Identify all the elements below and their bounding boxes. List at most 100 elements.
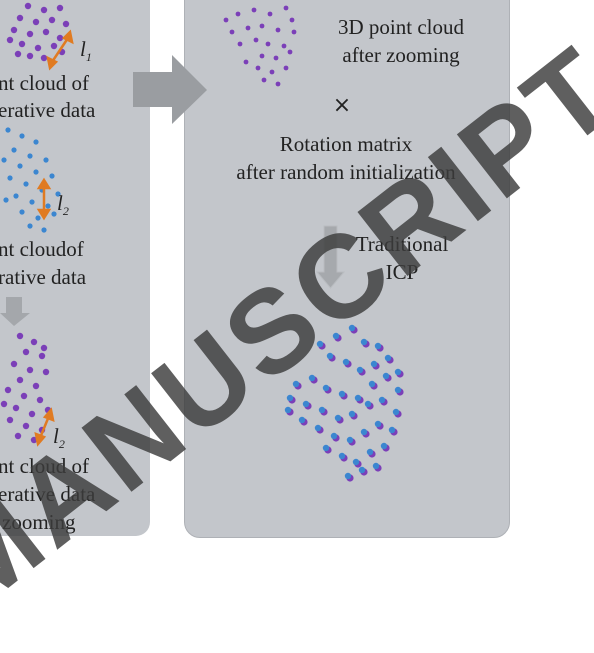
point bbox=[27, 153, 33, 159]
point bbox=[14, 50, 22, 58]
flow-arrow-right bbox=[133, 55, 207, 124]
point bbox=[62, 20, 70, 28]
point bbox=[384, 354, 392, 362]
point bbox=[5, 127, 11, 133]
point bbox=[392, 408, 400, 416]
point bbox=[41, 227, 47, 233]
point bbox=[51, 211, 57, 217]
point bbox=[32, 18, 40, 26]
left-bottom-label-line2: erative data bbox=[0, 482, 96, 506]
dimension-label-l2-bottom: l2 bbox=[53, 424, 65, 452]
point bbox=[7, 175, 13, 181]
point bbox=[259, 23, 265, 29]
point bbox=[12, 404, 20, 412]
point bbox=[22, 422, 30, 430]
point bbox=[388, 426, 396, 434]
point bbox=[235, 11, 241, 17]
point bbox=[332, 332, 340, 340]
left-top-label-line1: nt cloud of bbox=[0, 71, 89, 95]
point bbox=[255, 65, 261, 71]
point bbox=[330, 432, 338, 440]
point bbox=[245, 25, 251, 31]
point bbox=[364, 400, 372, 408]
point bbox=[366, 448, 374, 456]
point bbox=[298, 416, 306, 424]
left-panel bbox=[0, 0, 150, 536]
point bbox=[378, 396, 386, 404]
point-cloud-left-top bbox=[6, 2, 70, 62]
point bbox=[360, 428, 368, 436]
point bbox=[22, 348, 30, 356]
point bbox=[16, 376, 24, 384]
point bbox=[20, 392, 28, 400]
left-bottom-label-line1: nt cloud of bbox=[0, 454, 89, 478]
multiply-symbol: × bbox=[332, 93, 352, 118]
point bbox=[36, 396, 44, 404]
point bbox=[352, 458, 360, 466]
point bbox=[30, 436, 38, 444]
point bbox=[372, 462, 380, 470]
point-cloud-right-zoomed bbox=[223, 5, 297, 87]
point bbox=[251, 7, 257, 13]
point bbox=[50, 42, 58, 50]
point bbox=[374, 420, 382, 428]
point bbox=[342, 358, 350, 366]
point bbox=[17, 163, 23, 169]
point bbox=[33, 169, 39, 175]
point bbox=[283, 5, 289, 11]
point-cloud-left-middle bbox=[1, 127, 61, 233]
point bbox=[40, 54, 48, 62]
point bbox=[322, 444, 330, 452]
point bbox=[27, 223, 33, 229]
point bbox=[32, 382, 40, 390]
point bbox=[55, 191, 61, 197]
point bbox=[346, 436, 354, 444]
zoomed-cloud-label-line1: 3D point cloud bbox=[338, 15, 464, 39]
point bbox=[348, 410, 356, 418]
point bbox=[23, 181, 29, 187]
point bbox=[35, 215, 41, 221]
dimension-label-l2-middle: l2 bbox=[57, 191, 69, 219]
point bbox=[49, 173, 55, 179]
point bbox=[318, 406, 326, 414]
point bbox=[34, 44, 42, 52]
point bbox=[19, 133, 25, 139]
point bbox=[326, 352, 334, 360]
point bbox=[1, 157, 7, 163]
point bbox=[253, 37, 259, 43]
point bbox=[29, 199, 35, 205]
point bbox=[0, 400, 8, 408]
icp-label-line1: Traditional bbox=[355, 232, 449, 256]
point bbox=[237, 41, 243, 47]
point bbox=[344, 472, 352, 480]
point bbox=[287, 49, 293, 55]
point bbox=[243, 59, 249, 65]
point bbox=[10, 26, 18, 34]
dimension-label-l1: l1 bbox=[80, 37, 92, 65]
point bbox=[26, 30, 34, 38]
dimension-arrow-l2-bottom bbox=[34, 407, 55, 447]
point bbox=[338, 452, 346, 460]
point bbox=[33, 139, 39, 145]
point bbox=[284, 406, 292, 414]
point bbox=[292, 380, 300, 388]
point bbox=[6, 36, 14, 44]
point bbox=[24, 2, 32, 10]
zoomed-cloud-label-line2: after zooming bbox=[342, 43, 460, 67]
point bbox=[26, 52, 34, 60]
point bbox=[358, 466, 366, 474]
right-panel bbox=[184, 0, 510, 538]
point bbox=[394, 386, 402, 394]
point bbox=[3, 197, 9, 203]
point bbox=[16, 14, 24, 22]
point bbox=[267, 11, 273, 17]
point bbox=[382, 372, 390, 380]
point-cloud-registered bbox=[284, 324, 404, 482]
point bbox=[18, 40, 26, 48]
point bbox=[261, 77, 267, 83]
point bbox=[14, 432, 22, 440]
point bbox=[281, 43, 287, 49]
point bbox=[42, 28, 50, 36]
left-bottom-label-line3: zooming bbox=[2, 510, 76, 534]
